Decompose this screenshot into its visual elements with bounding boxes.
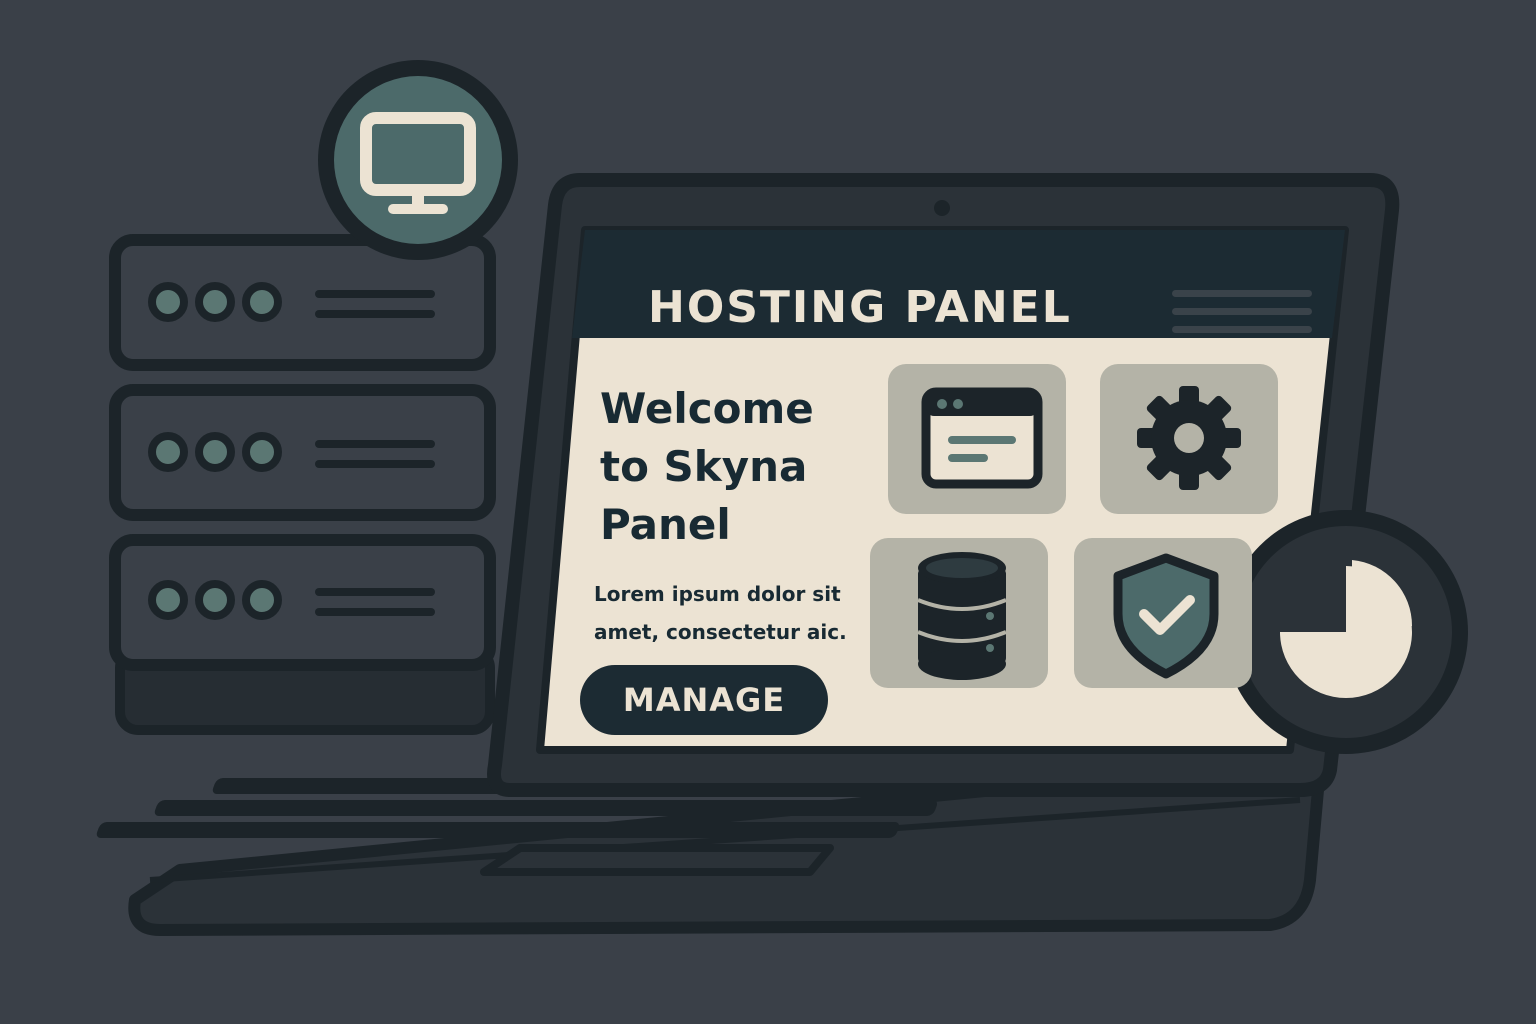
welcome-line-1: Welcome <box>600 384 814 433</box>
hosting-panel-screen: HOSTING PANEL Welcome to Skyna Panel Lor… <box>560 230 1350 750</box>
pie-chart-badge <box>1224 510 1468 754</box>
tile-database[interactable] <box>870 538 1048 688</box>
pie-chart-icon <box>1280 560 1413 698</box>
tile-settings[interactable] <box>1100 364 1278 514</box>
server-rack <box>109 234 496 735</box>
browser-window-icon <box>921 387 1043 489</box>
hamburger-menu-icon[interactable] <box>1172 290 1312 333</box>
description-line-1: Lorem ipsum dolor sit <box>594 582 841 606</box>
monitor-icon <box>360 112 476 214</box>
server-unit-1 <box>109 234 496 371</box>
touchpad <box>480 844 834 876</box>
shield-check-icon <box>1113 553 1219 679</box>
welcome-heading: Welcome to Skyna Panel <box>600 380 880 554</box>
panel-title: HOSTING PANEL <box>648 282 1072 333</box>
description-line-2: amet, consectetur aic. <box>594 620 847 644</box>
welcome-line-3: Panel <box>600 500 731 549</box>
manage-button[interactable]: MANAGE <box>580 665 828 735</box>
server-unit-2 <box>109 384 496 521</box>
database-icon <box>917 552 1007 680</box>
welcome-line-2: to Skyna <box>600 442 808 491</box>
welcome-description: Lorem ipsum dolor sit amet, consectetur … <box>594 575 884 651</box>
panel-header: HOSTING PANEL <box>582 252 1342 340</box>
monitor-badge <box>318 60 518 260</box>
tile-websites[interactable] <box>888 364 1066 514</box>
server-unit-3 <box>109 534 496 671</box>
webcam-icon <box>934 200 950 216</box>
tile-security[interactable] <box>1074 538 1252 688</box>
gear-icon <box>1137 386 1241 490</box>
